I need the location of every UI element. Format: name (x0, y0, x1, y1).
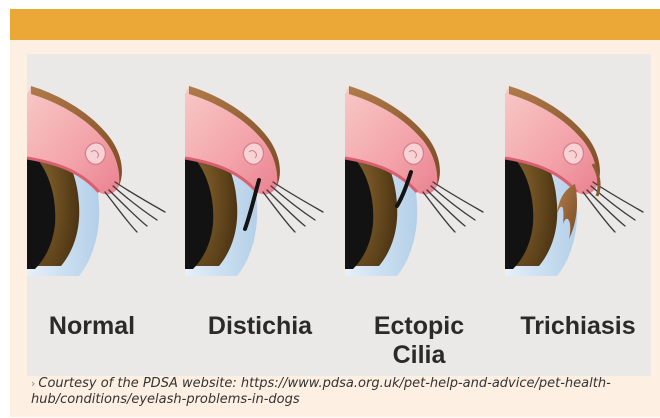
distichia-eye-diagram (185, 86, 323, 276)
figure-caption: ›Courtesy of the PDSA website: https://w… (31, 376, 651, 408)
figure-card: Normal Distichia Ectopic Cilia Trichiasi… (10, 9, 660, 417)
label-ectopic: Ectopic (359, 312, 479, 341)
caption-text: Courtesy of the PDSA website: https://ww… (31, 376, 611, 407)
label-cilia: Cilia (359, 341, 479, 370)
label-normal: Normal (32, 312, 152, 341)
header-bar (10, 9, 660, 40)
normal-eye-diagram (27, 86, 165, 276)
trichiasis-eye-diagram (505, 86, 643, 276)
label-trichiasis: Trichiasis (508, 312, 648, 341)
caption-marker: › (31, 377, 35, 390)
eyelash-conditions-figure: Normal Distichia Ectopic Cilia Trichiasi… (27, 54, 651, 376)
label-distichia: Distichia (195, 312, 325, 341)
ectopic-cilia-eye-diagram (345, 86, 483, 276)
